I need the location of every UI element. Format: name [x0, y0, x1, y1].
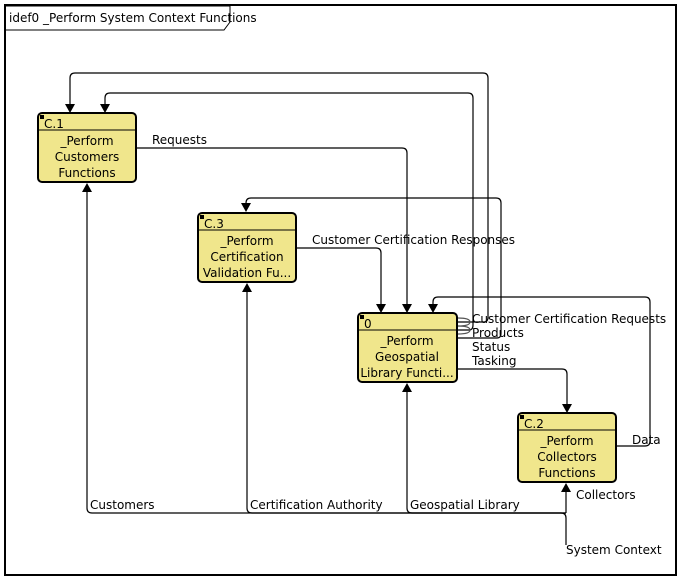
products-loop-wire: [69, 72, 489, 323]
geospatial-library-wire: [406, 390, 566, 514]
box-c1-line-1: _Perform: [59, 134, 113, 148]
data-wire: [432, 296, 651, 447]
box-c2-line-2: Collectors: [537, 450, 597, 464]
cert-responses-wire: [297, 247, 382, 308]
certification-authority-label: Certification Authority: [250, 498, 383, 512]
box-0-line-1: _Perform: [379, 334, 433, 348]
data-arrowhead: [428, 304, 438, 313]
loop-curl-1: [457, 317, 471, 327]
diagram-frame: [4, 4, 677, 576]
customers-label: Customers: [90, 498, 155, 512]
box-c1[interactable]: C.1 _Perform Customers Functions: [37, 112, 137, 183]
tasking-label: Tasking: [471, 354, 516, 368]
cert-requests-loop-wire: [245, 197, 502, 339]
box-0-line-2: Geospatial: [375, 350, 439, 364]
cert-responses-arrowhead: [376, 304, 386, 313]
tasking-wire: [458, 368, 568, 408]
requests-label: Requests: [152, 133, 207, 147]
box-0-line-3: Library Functi...: [360, 366, 453, 380]
diagram-title: idef0 _Perform System Context Functions: [9, 11, 257, 25]
box-c2-line-1: _Perform: [539, 434, 593, 448]
box-0-id: 0: [364, 317, 372, 331]
products-label: Products: [472, 326, 524, 340]
box-0[interactable]: 0 _Perform Geospatial Library Functi...: [357, 312, 458, 383]
collectors-label: Collectors: [576, 488, 636, 502]
customers-arrowhead: [82, 183, 92, 192]
status-label: Status: [472, 340, 510, 354]
requests-wire: [137, 147, 408, 308]
c1-control-arrowhead-2: [100, 104, 110, 113]
box-c2-id: C.2: [524, 417, 544, 431]
c3-control-arrowhead: [241, 203, 251, 212]
box-c2[interactable]: C.2 _Perform Collectors Functions: [517, 412, 617, 483]
box-c3-line-2: Certification: [210, 250, 283, 264]
collectors-arrowhead: [561, 483, 571, 492]
system-context-label: System Context: [566, 543, 662, 557]
data-label: Data: [632, 433, 661, 447]
box-c3-id: C.3: [204, 217, 224, 231]
c1-control-arrowhead-1: [65, 104, 75, 113]
status-loop-wire: [104, 92, 474, 331]
box-c2-line-3: Functions: [538, 466, 595, 480]
tasking-arrowhead: [562, 404, 572, 413]
loop-curl-2: [457, 325, 471, 335]
box-c3-line-1: _Perform: [219, 234, 273, 248]
requests-arrowhead: [402, 304, 412, 313]
geospatial-library-arrowhead: [402, 383, 412, 392]
box-c1-id: C.1: [44, 117, 64, 131]
certification-authority-wire: [246, 290, 566, 514]
title-tab: [6, 5, 231, 31]
box-c3[interactable]: C.3 _Perform Certification Validation Fu…: [197, 212, 297, 283]
box-c1-line-2: Customers: [55, 150, 120, 164]
certification-authority-arrowhead: [242, 283, 252, 292]
box-c3-line-3: Validation Fu...: [203, 266, 291, 280]
box-c1-line-3: Functions: [58, 166, 115, 180]
cert-requests-label: Customer Certification Requests: [472, 312, 666, 326]
cert-responses-label: Customer Certification Responses: [312, 233, 515, 247]
geospatial-library-label: Geospatial Library: [410, 498, 520, 512]
